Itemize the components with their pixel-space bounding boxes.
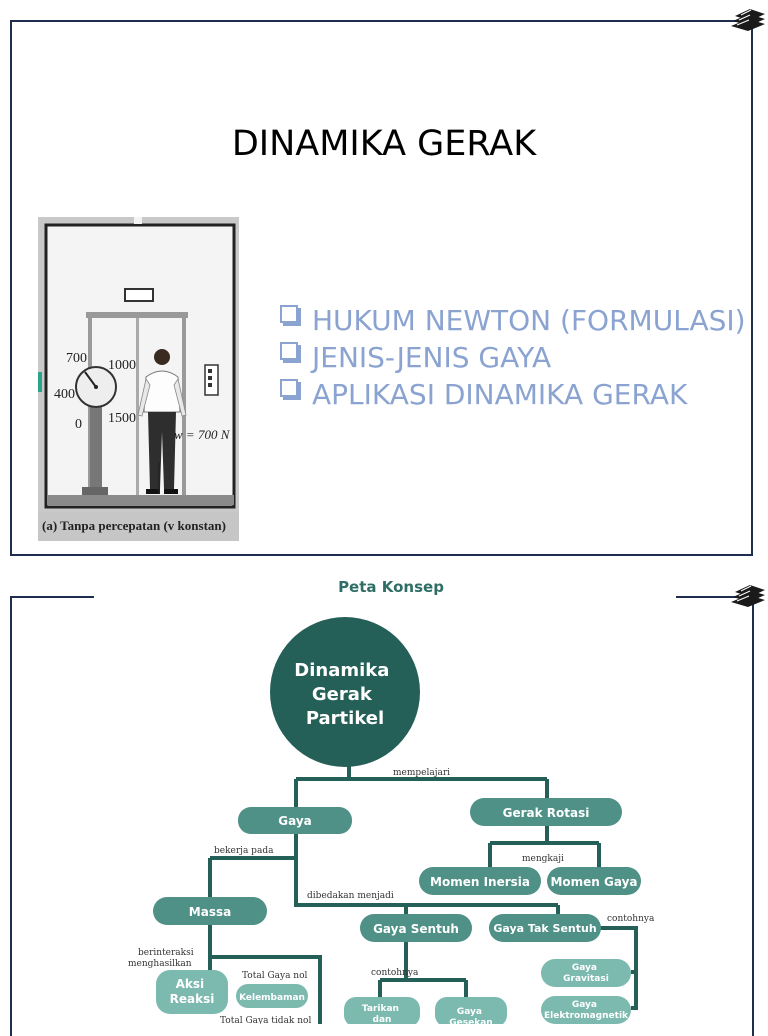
- edge-label-mempelajari: mempelajari: [393, 768, 450, 778]
- node-momen-inersia-label: Momen Inersia: [430, 875, 530, 889]
- topic-text: HUKUM NEWTON (FORMULASI): [312, 304, 746, 337]
- edge-label-menghasilkan: menghasilkan: [128, 959, 192, 969]
- node-momen-gaya-label: Momen Gaya: [550, 875, 637, 889]
- scale-label-1500: 1500: [108, 411, 136, 426]
- concept-map: Dinamika Gerak Partikel Gaya Gerak Rotas…: [128, 617, 655, 1024]
- svg-text:Gaya Elektromagnetik: Gaya Elektromagnetik: [544, 1000, 629, 1021]
- svg-text:Aksi Reaksi: Aksi Reaksi: [170, 977, 215, 1006]
- slide-title: DINAMIKA GERAK: [231, 124, 537, 164]
- edge-label-contohnya-2: contohnya: [371, 968, 419, 978]
- topic-item-hukum-newton: HUKUM NEWTON (FORMULASI): [278, 302, 748, 339]
- topic-text: APLIKASI DINAMIKA GERAK: [312, 378, 688, 411]
- svg-text:Dinamika Gerak Partike: Dinamika Gerak Partikel: [294, 660, 395, 729]
- topic-text: JENIS-JENIS GAYA: [312, 341, 552, 374]
- node-gaya-gravitasi: Gaya Gravitasi: [541, 959, 631, 987]
- edge-label-dibedakan: dibedakan menjadi: [307, 891, 394, 901]
- weight-label: w = 700 N: [174, 427, 231, 442]
- topic-list: HUKUM NEWTON (FORMULASI) JENIS-JENIS GAY…: [278, 302, 748, 413]
- node-gaya-elektromagnetik: Gaya Elektromagnetik: [541, 996, 631, 1024]
- topic-item-aplikasi: APLIKASI DINAMIKA GERAK: [278, 376, 748, 413]
- svg-text:Tarikan dan: Tarikan dan: [362, 1004, 402, 1024]
- edge-label-total-gaya-nol: Total Gaya nol: [242, 971, 308, 981]
- slide-2-frame-left: [10, 596, 94, 1036]
- node-gaya-sentuh-label: Gaya Sentuh: [373, 922, 459, 936]
- svg-text:Gaya Gesekan: Gaya Gesekan: [449, 1007, 492, 1024]
- figure-caption: (a) Tanpa percepatan (v konstan): [42, 518, 226, 533]
- scale-label-1000: 1000: [108, 358, 136, 373]
- concept-map-heading: Peta Konsep: [338, 578, 444, 596]
- scale-label-400: 400: [54, 387, 75, 402]
- node-gaya: Gaya: [238, 807, 352, 834]
- node-gaya-gesekan: Gaya Gesekan: [435, 997, 507, 1024]
- node-momen-inersia: Momen Inersia: [419, 867, 541, 895]
- node-kelembaman: Kelembaman: [236, 984, 308, 1008]
- scale-label-0: 0: [75, 417, 82, 432]
- edge-label-bekerja-pada: bekerja pada: [214, 846, 274, 856]
- node-massa-label: Massa: [189, 905, 231, 919]
- node-gaya-sentuh: Gaya Sentuh: [360, 914, 472, 942]
- topic-item-jenis-gaya: JENIS-JENIS GAYA: [278, 339, 748, 376]
- edge-label-berinteraksi: berinteraksi: [138, 948, 194, 958]
- checkbox-bullet-icon: [280, 305, 298, 323]
- root-node: [270, 617, 420, 767]
- elevator-scale-photo: 700 1000 400 0 1500 w = 700 N (a) Tanpa …: [38, 217, 239, 541]
- node-tarikan: Tarikan dan: [344, 997, 420, 1024]
- books-icon: [731, 585, 765, 607]
- node-gaya-tak-sentuh-label: Gaya Tak Sentuh: [493, 922, 596, 935]
- books-icon: [731, 9, 765, 31]
- edge-label-total-gaya-tidak-nol: Total Gaya tidak nol: [220, 1016, 311, 1024]
- scale-label-700: 700: [66, 351, 87, 366]
- node-gerak-rotasi-label: Gerak Rotasi: [503, 806, 590, 820]
- node-gaya-label: Gaya: [278, 814, 312, 828]
- node-gaya-tak-sentuh: Gaya Tak Sentuh: [489, 914, 601, 942]
- node-kelembaman-label: Kelembaman: [239, 993, 305, 1003]
- node-massa: Massa: [153, 897, 267, 925]
- checkbox-bullet-icon: [280, 342, 298, 360]
- node-gerak-rotasi: Gerak Rotasi: [470, 798, 622, 826]
- svg-text:Gaya Gravitasi: Gaya Gravitasi: [563, 963, 609, 984]
- edge-label-contohnya-1: contohnya: [607, 914, 655, 924]
- node-aksi-reaksi: Aksi Reaksi: [156, 970, 228, 1014]
- node-momen-gaya: Momen Gaya: [547, 867, 641, 895]
- checkbox-bullet-icon: [280, 379, 298, 397]
- slide-2-frame-right: [676, 596, 754, 1036]
- edge-label-mengkaji: mengkaji: [522, 854, 564, 864]
